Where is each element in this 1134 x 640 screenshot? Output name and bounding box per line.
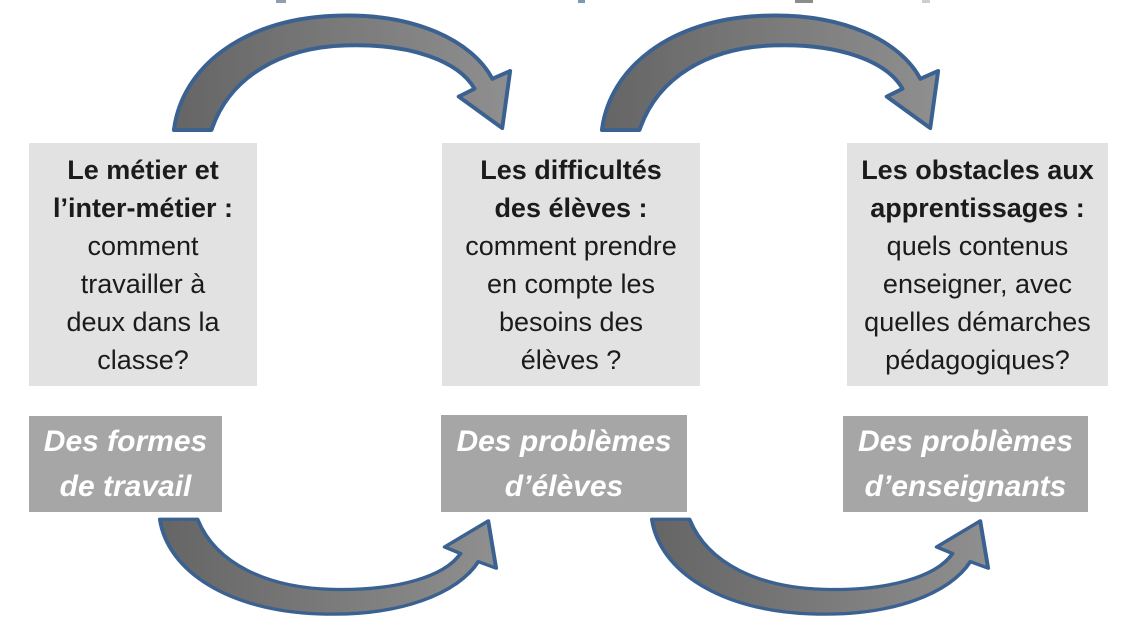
curved-arrow-top-1-icon (171, 13, 513, 133)
category-box-label: Des formes de travail (43, 425, 208, 503)
curved-arrow-bottom-2-icon (649, 517, 991, 616)
category-box-formes-de-travail: Des formes de travail (29, 416, 222, 512)
category-box-label: Des problèmes d’élèves (456, 424, 672, 503)
problem-box-body: comment travailler à deux dans la classe… (66, 230, 220, 375)
cropped-text-remnant (578, 0, 585, 3)
category-box-problemes-eleves: Des problèmes d’élèves (441, 415, 687, 512)
curved-arrow-top-2-icon (599, 13, 941, 133)
category-box-label: Des problèmes d’enseignants (857, 425, 1074, 503)
cropped-text-remnant (795, 0, 813, 3)
cropped-text-remnant (276, 0, 286, 3)
problem-box-title: Les difficultés des élèves : (480, 154, 662, 223)
curved-arrow-bottom-1-icon (157, 517, 499, 616)
cropped-text-remnant (922, 0, 930, 3)
category-box-problemes-enseignants: Des problèmes d’enseignants (843, 416, 1088, 512)
problem-box-title: Les obstacles aux apprentissages : (861, 154, 1094, 223)
problem-box-obstacles: Les obstacles aux apprentissages : quels… (847, 143, 1108, 386)
problem-box-title: Le métier et l’inter-métier : (52, 154, 234, 223)
problem-box-metier: Le métier et l’inter-métier : comment tr… (29, 143, 257, 386)
problem-box-body: comment prendre en compte les besoins de… (465, 230, 677, 375)
problem-box-difficultes: Les difficultés des élèves : comment pre… (442, 143, 700, 386)
problem-box-body: quels contenus enseigner, avec quelles d… (864, 230, 1091, 375)
